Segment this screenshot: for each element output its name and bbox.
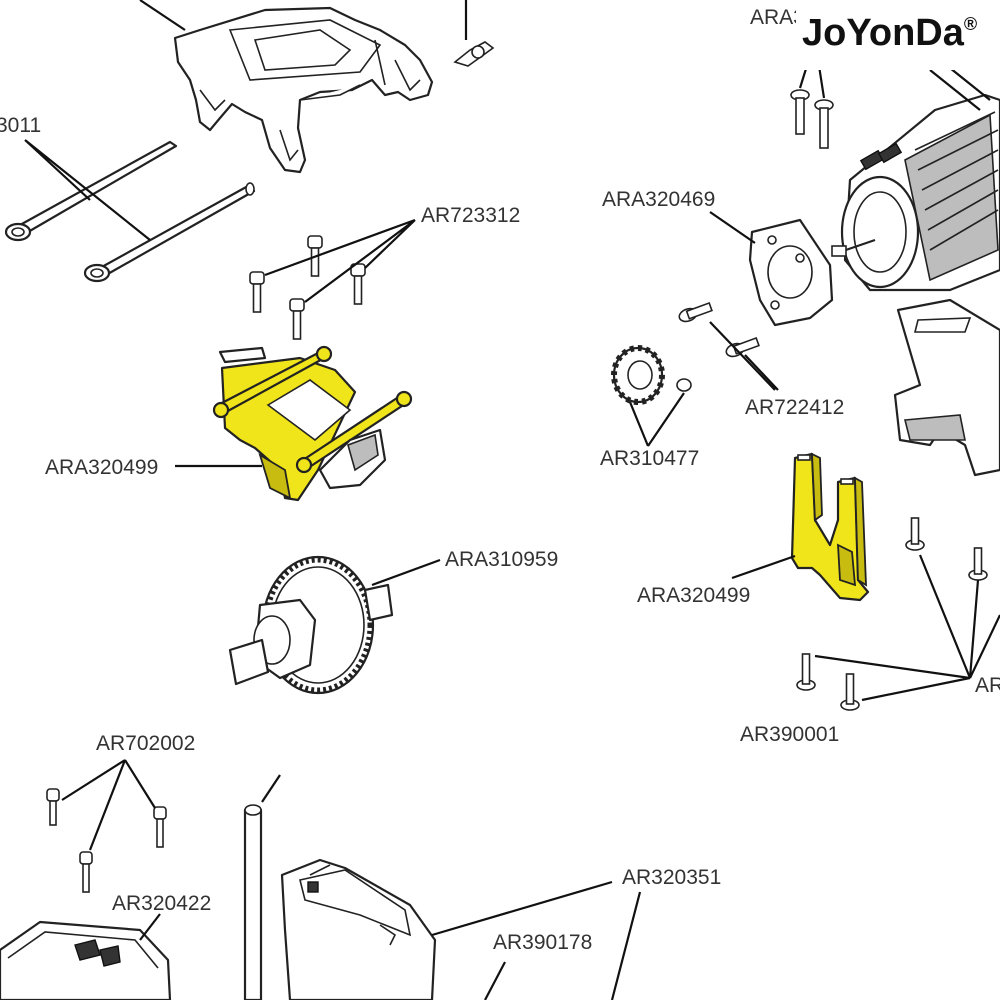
screw-group-top <box>249 235 366 340</box>
screw-group-motor <box>678 302 760 358</box>
registered-mark: ® <box>963 14 978 34</box>
label-left-bracket: ARA320499 <box>45 456 158 479</box>
label-pinion: AR310477 <box>600 447 699 470</box>
brand-name: JoYonDa® <box>802 12 977 55</box>
label-screws-top: AR723312 <box>421 204 520 227</box>
leader-cover <box>139 913 161 941</box>
label-battery-tray: AR320351 <box>622 866 721 889</box>
differential-part <box>228 555 394 695</box>
leader-right-bracket <box>731 554 796 580</box>
label-cover: AR320422 <box>112 892 211 915</box>
leader-shafts <box>24 139 151 241</box>
chassis-brace-part <box>173 6 434 174</box>
label-top-right-partial: ARA3 <box>750 6 805 29</box>
electronics-cover-part <box>0 920 172 1000</box>
leader-battery-tray <box>431 880 642 1000</box>
motor-mount-plate-part <box>748 218 834 327</box>
label-rod: AR390178 <box>493 931 592 954</box>
screw-group-motor-top <box>790 89 834 149</box>
clip-pin-part <box>453 41 495 67</box>
leader-screws-top <box>264 218 416 303</box>
pinion-gear-part <box>611 345 692 405</box>
leader-screws-motor <box>709 321 779 391</box>
label-screws-bottom-right: AR390001 <box>740 723 839 746</box>
leader-rod <box>484 961 506 1000</box>
label-screws-motor: AR722412 <box>745 396 844 419</box>
screw-group-bottom-right <box>796 517 988 711</box>
label-diff: ARA310959 <box>445 548 558 571</box>
brand-logo: JoYonDa® <box>796 6 1000 70</box>
screw-group-bottom-left <box>46 788 167 893</box>
highlighted-gearbox-mount-right <box>790 452 870 602</box>
battery-tray-part <box>280 858 437 1000</box>
highlighted-gearbox-mount-left <box>212 345 413 502</box>
leader-screws-bottom-left <box>61 759 156 851</box>
leader-rod-top <box>261 774 281 803</box>
label-left-partial: 3011 <box>0 114 41 137</box>
leader-pinion <box>628 392 685 447</box>
long-shaft-part-1 <box>4 140 178 242</box>
leader-brace <box>139 0 186 31</box>
leader-screws-bottom-right <box>814 554 1000 702</box>
long-shaft-part-2 <box>83 182 256 283</box>
leader-diff <box>371 558 441 587</box>
label-screws-bottom-left: AR702002 <box>96 732 195 755</box>
electric-motor-part <box>831 59 1000 292</box>
brand-name-text: JoYonDa <box>802 12 964 54</box>
label-right-partial: AR <box>975 674 1000 697</box>
antenna-rod-part <box>243 804 263 1000</box>
label-right-bracket: ARA320499 <box>637 584 750 607</box>
label-motor-mount: ARA320469 <box>602 188 715 211</box>
diff-gear-teeth <box>263 557 373 693</box>
leader-motor-mount <box>709 211 756 244</box>
motor-mount-bracket-part <box>893 298 1000 477</box>
